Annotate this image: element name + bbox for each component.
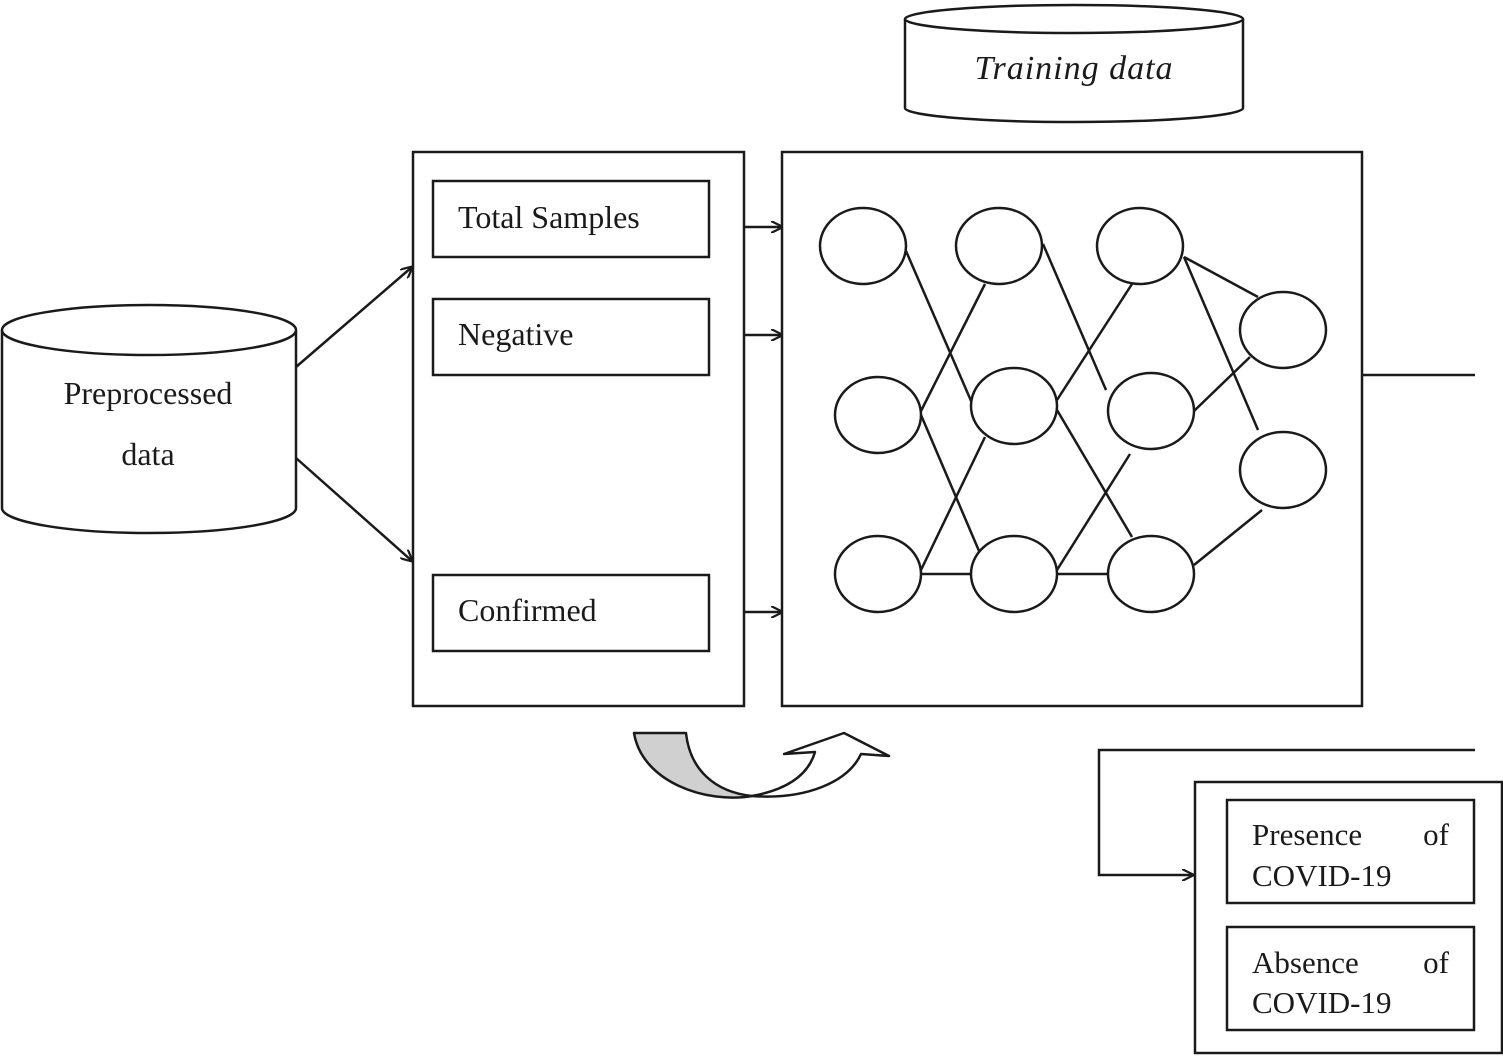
network-connection xyxy=(1055,453,1132,571)
neuron-node xyxy=(833,534,923,614)
arrow-source-to-samples-top xyxy=(295,267,412,368)
confirmed-label: Confirmed xyxy=(458,592,597,628)
network-connection xyxy=(1193,509,1263,566)
absence-box xyxy=(1225,925,1476,1032)
neural-network-panel xyxy=(780,150,1364,708)
total-samples-label: Total Samples xyxy=(458,199,640,235)
training-data-cylinder: Training data xyxy=(903,3,1245,124)
network-connection xyxy=(1041,243,1108,391)
network-connection xyxy=(1055,283,1134,401)
network-connection xyxy=(904,250,977,411)
presence-word: Presence xyxy=(1252,817,1362,852)
neuron-node xyxy=(969,366,1059,446)
sample-categories-panel: Total Samples Negative Confirmed xyxy=(411,150,746,708)
neuron-node xyxy=(969,534,1059,614)
connector-to-results xyxy=(1097,748,1475,875)
absence-of: of xyxy=(1423,945,1450,980)
absence-covid: COVID-19 xyxy=(1252,985,1392,1020)
neuron-node xyxy=(1095,206,1185,286)
neuron-node xyxy=(1106,371,1196,451)
results-panel: Presence of COVID-19 Absence of COVID-19 xyxy=(1193,780,1503,1055)
confirmed-box xyxy=(431,573,711,653)
source-label-line1: Preprocessed xyxy=(64,375,233,411)
network-connection xyxy=(919,436,987,571)
negative-label: Negative xyxy=(458,316,574,352)
neuron-node xyxy=(1106,534,1196,614)
neuron-node xyxy=(954,206,1044,286)
neuron-node xyxy=(833,375,923,455)
curved-transition-arrow xyxy=(632,731,891,799)
neuron-node xyxy=(1238,290,1328,370)
preprocessed-data-cylinder: Preprocessed data xyxy=(0,303,298,535)
neuron-node xyxy=(818,206,908,286)
neuron-node xyxy=(1238,430,1328,510)
network-neurons xyxy=(818,206,1328,614)
source-label-line2: data xyxy=(121,436,174,472)
negative-box xyxy=(431,297,711,377)
network-connections xyxy=(904,243,1263,576)
network-connection xyxy=(1055,409,1134,538)
total-samples-box xyxy=(431,179,711,259)
network-connection xyxy=(1193,356,1251,412)
network-connection xyxy=(919,283,987,412)
network-connection xyxy=(1182,256,1260,431)
network-connection xyxy=(919,414,987,566)
arrow-source-to-samples-bottom xyxy=(295,457,412,561)
presence-of: of xyxy=(1423,817,1450,852)
presence-box xyxy=(1225,798,1476,905)
network-connection xyxy=(1183,255,1259,299)
training-data-label: Training data xyxy=(974,50,1173,87)
absence-word: Absence xyxy=(1252,945,1359,980)
presence-covid: COVID-19 xyxy=(1252,858,1392,893)
